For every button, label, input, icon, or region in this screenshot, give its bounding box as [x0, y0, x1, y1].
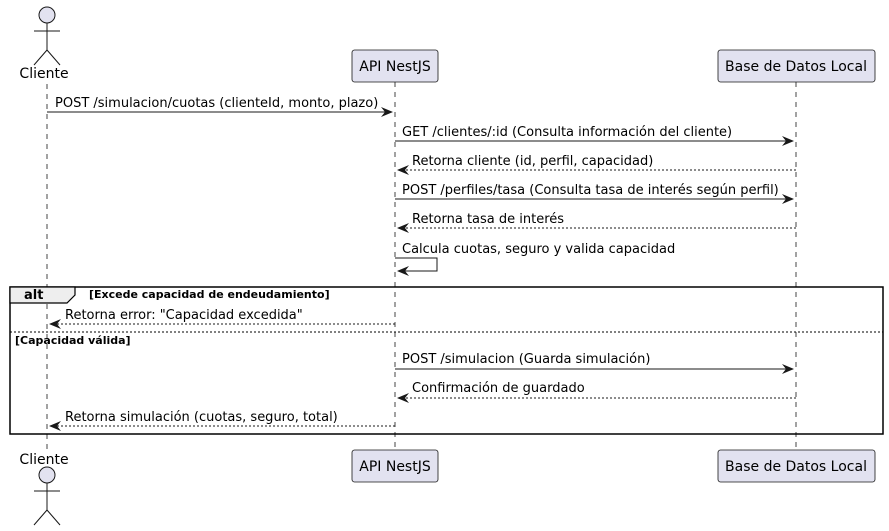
- participant-cliente-top: Cliente: [19, 6, 69, 82]
- message-5: Retorna tasa de interés: [397, 212, 796, 233]
- message-4: POST /perfiles/tasa (Consulta tasa de in…: [395, 183, 794, 204]
- alt-guard-1: [Excede capacidad de endeudamiento]: [89, 288, 330, 301]
- message-5-label: Retorna tasa de interés: [412, 212, 564, 227]
- participant-label: API NestJS: [359, 459, 431, 475]
- participant-label: Cliente: [19, 452, 68, 468]
- message-3: Retorna cliente (id, perfil, capacidad): [397, 154, 796, 175]
- participant-label: Cliente: [19, 66, 68, 82]
- message-4-label: POST /perfiles/tasa (Consulta tasa de in…: [402, 183, 779, 198]
- alt-fragment: alt [Excede capacidad de endeudamiento] …: [9, 286, 884, 435]
- message-8: POST /simulacion (Guarda simulación): [395, 352, 794, 374]
- message-8-label: POST /simulacion (Guarda simulación): [402, 352, 650, 367]
- message-1-label: POST /simulacion/cuotas (clienteId, mont…: [55, 96, 378, 111]
- message-10-label: Retorna simulación (cuotas, seguro, tota…: [65, 410, 338, 425]
- participant-label: Base de Datos Local: [725, 459, 867, 475]
- message-7: Retorna error: "Capacidad excedida": [49, 308, 395, 329]
- actor-icon: [33, 466, 61, 526]
- participant-cliente-bottom: Cliente: [19, 452, 69, 526]
- alt-guard-2: [Capacidad válida]: [15, 334, 131, 347]
- message-10: Retorna simulación (cuotas, seguro, tota…: [49, 410, 395, 431]
- participant-db-bottom: Base de Datos Local: [717, 449, 876, 483]
- message-9-label: Confirmación de guardado: [412, 381, 585, 396]
- actor-icon: [33, 6, 61, 66]
- message-2-label: GET /clientes/:id (Consulta información …: [402, 125, 732, 140]
- participant-label: Base de Datos Local: [725, 59, 867, 75]
- participant-api-bottom: API NestJS: [351, 449, 439, 483]
- message-3-label: Retorna cliente (id, perfil, capacidad): [412, 154, 653, 169]
- message-6-self: Calcula cuotas, seguro y valida capacida…: [395, 242, 675, 276]
- alt-fragment-tab: [9, 286, 76, 304]
- message-2: GET /clientes/:id (Consulta información …: [395, 125, 794, 146]
- participant-label: API NestJS: [359, 59, 431, 75]
- message-7-label: Retorna error: "Capacidad excedida": [65, 308, 303, 323]
- message-1: POST /simulacion/cuotas (clienteId, mont…: [47, 96, 393, 117]
- alt-keyword: alt: [24, 288, 43, 303]
- participant-api-top: API NestJS: [351, 49, 439, 83]
- message-6-label: Calcula cuotas, seguro y valida capacida…: [402, 242, 675, 257]
- participant-db-top: Base de Datos Local: [717, 49, 876, 83]
- alt-fragment-frame: [9, 286, 884, 435]
- message-9: Confirmación de guardado: [397, 381, 796, 403]
